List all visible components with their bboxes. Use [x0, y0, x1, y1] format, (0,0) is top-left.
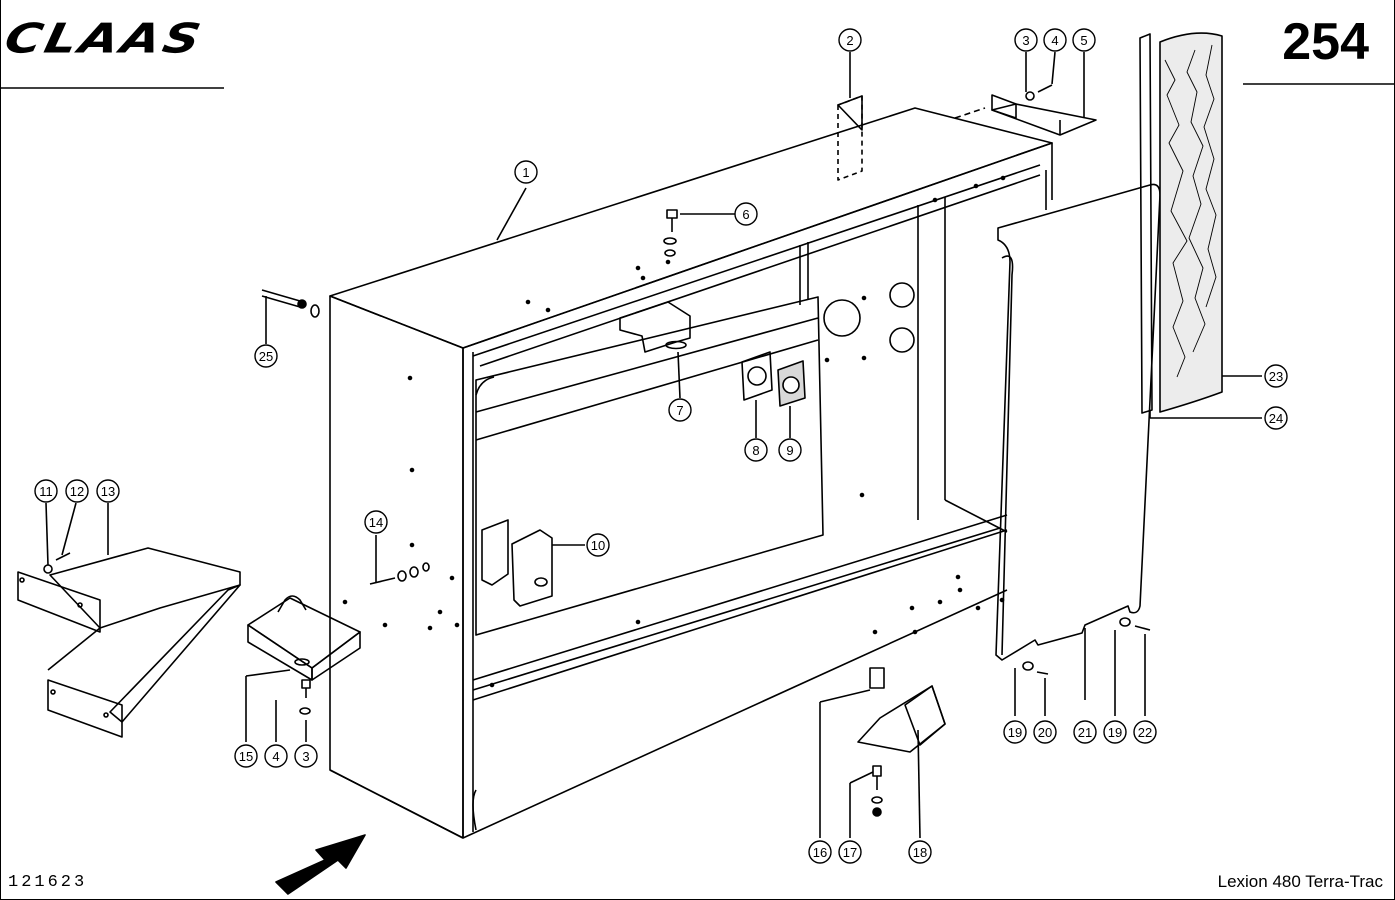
callout-9: 9 — [778, 438, 802, 462]
svg-text:4: 4 — [1051, 33, 1058, 48]
callout-19-right: 19 — [1103, 720, 1127, 744]
svg-text:10: 10 — [591, 538, 605, 553]
callout-20: 20 — [1033, 720, 1057, 744]
svg-text:12: 12 — [70, 484, 84, 499]
svg-text:6: 6 — [742, 207, 749, 222]
callout-25: 25 — [254, 344, 278, 368]
svg-text:4: 4 — [272, 749, 279, 764]
model-name: Lexion 480 Terra-Trac — [1217, 872, 1383, 891]
callout-1: 1 — [514, 160, 538, 184]
svg-text:15: 15 — [239, 749, 253, 764]
svg-text:3: 3 — [302, 749, 309, 764]
svg-text:23: 23 — [1269, 369, 1283, 384]
svg-text:11: 11 — [39, 484, 53, 499]
bracket-15 — [245, 595, 361, 742]
leader-1 — [496, 187, 527, 241]
main-housing — [329, 107, 1053, 839]
callout-22: 22 — [1133, 720, 1157, 744]
gasket-plates — [741, 351, 806, 438]
direction-arrow — [275, 834, 366, 895]
edge-strip — [1139, 33, 1262, 419]
callout-8: 8 — [744, 438, 768, 462]
callout-13: 13 — [96, 479, 120, 503]
foam-seal-strip — [1159, 32, 1262, 413]
callout-11: 11 — [34, 479, 58, 503]
callout-4-lower: 4 — [264, 744, 288, 768]
svg-text:22: 22 — [1138, 725, 1152, 740]
bracket-10 — [481, 519, 585, 607]
callout-15: 15 — [234, 744, 258, 768]
bracket-7 — [619, 301, 691, 399]
callout-3-lower: 3 — [294, 744, 318, 768]
svg-text:13: 13 — [101, 484, 115, 499]
callout-14: 14 — [364, 510, 388, 534]
callout-2: 2 — [838, 28, 862, 52]
callout-12: 12 — [65, 479, 89, 503]
svg-text:20: 20 — [1038, 725, 1052, 740]
top-right-bracket — [954, 51, 1097, 136]
svg-text:1: 1 — [522, 165, 529, 180]
bolt-6 — [663, 209, 735, 257]
svg-text:19: 19 — [1008, 725, 1022, 740]
svg-text:21: 21 — [1078, 725, 1092, 740]
callout-3: 3 — [1014, 28, 1038, 52]
callout-5: 5 — [1072, 28, 1096, 52]
callout-7: 7 — [668, 398, 692, 422]
side-cover-panel — [995, 183, 1161, 700]
bracket-18 — [819, 667, 946, 839]
callout-19: 19 — [1003, 720, 1027, 744]
svg-text:19: 19 — [1108, 725, 1122, 740]
callout-4: 4 — [1043, 28, 1067, 52]
svg-text:9: 9 — [786, 443, 793, 458]
callout-24: 24 — [1264, 406, 1288, 430]
callout-17: 17 — [838, 840, 862, 864]
svg-text:17: 17 — [843, 845, 857, 860]
svg-text:18: 18 — [913, 845, 927, 860]
svg-text:25: 25 — [259, 349, 273, 364]
svg-text:16: 16 — [813, 845, 827, 860]
bolt-14 — [369, 535, 430, 585]
callout-6: 6 — [734, 202, 758, 226]
bracket-13 — [17, 502, 241, 738]
svg-text:14: 14 — [369, 515, 383, 530]
svg-text:8: 8 — [752, 443, 759, 458]
callout-10: 10 — [586, 533, 610, 557]
page-number: 254 — [1282, 13, 1369, 71]
callout-23: 23 — [1264, 364, 1288, 388]
top-cover-plate — [837, 52, 863, 181]
drawing-number: 121623 — [8, 873, 88, 892]
callout-16: 16 — [808, 840, 832, 864]
svg-text:2: 2 — [846, 33, 853, 48]
svg-text:7: 7 — [676, 403, 683, 418]
callout-21: 21 — [1073, 720, 1097, 744]
svg-text:3: 3 — [1022, 33, 1029, 48]
svg-text:5: 5 — [1080, 33, 1087, 48]
bolt-25 — [261, 289, 320, 344]
callout-18: 18 — [908, 840, 932, 864]
svg-text:24: 24 — [1269, 411, 1283, 426]
fasteners-19-20-22 — [1014, 617, 1151, 716]
